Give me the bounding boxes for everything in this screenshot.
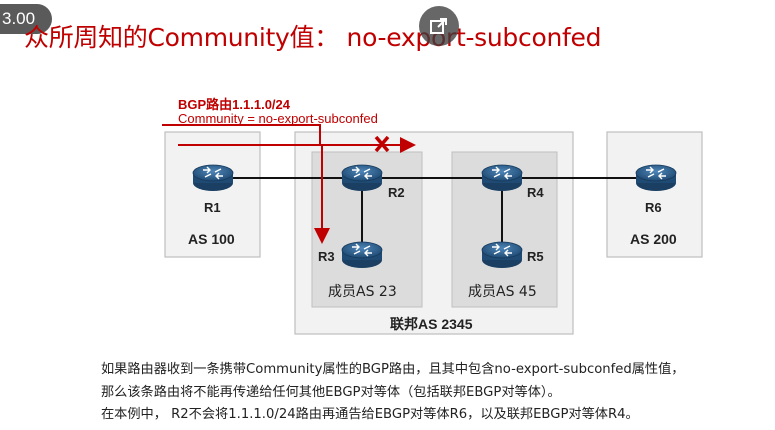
- router-label-r3: R3: [318, 249, 335, 264]
- sub-as45-label: 成员AS 45: [468, 284, 537, 300]
- description-line-1: 如果路由器收到一条携带Community属性的BGP路由，且其中包含no-exp…: [101, 362, 685, 377]
- as200-box: [606, 131, 703, 258]
- router-icon-r6: [635, 164, 677, 191]
- page-title: 众所周知的Community值： no-export-subconfed: [24, 23, 602, 52]
- sub-as23-label: 成员AS 23: [328, 284, 397, 300]
- router-icon-r3: [341, 241, 383, 268]
- as100-box: [164, 131, 261, 258]
- router-icon-r4: [481, 164, 523, 191]
- router-label-r4: R4: [527, 185, 544, 200]
- as100-label: AS 100: [188, 231, 235, 247]
- description-line-2: 那么该条路由将不能再传递给任何其他EBGP对等体（包括联邦EBGP对等体）。: [101, 385, 561, 400]
- as200-label: AS 200: [630, 231, 677, 247]
- router-label-r2: R2: [388, 185, 405, 200]
- blocked-cross-icon: [374, 135, 390, 153]
- slide-number-badge: 3.00: [0, 4, 52, 34]
- router-icon-r1: [192, 164, 234, 191]
- route-arrow-top: [162, 124, 321, 146]
- router-label-r6: R6: [645, 200, 662, 215]
- description-line-3: 在本例中， R2不会将1.1.1.0/24路由再通告给EBGP对等体R6，以及联…: [101, 407, 639, 422]
- popout-button[interactable]: [419, 6, 459, 46]
- external-link-icon: [430, 18, 447, 34]
- confed-as-label: 联邦AS 2345: [390, 316, 473, 332]
- router-label-r5: R5: [527, 249, 544, 264]
- router-icon-r5: [481, 241, 523, 268]
- router-label-r1: R1: [204, 200, 221, 215]
- router-icon-r2: [341, 164, 383, 191]
- route-label: BGP路由1.1.1.0/24: [178, 97, 290, 112]
- community-label: Community = no-export-subconfed: [178, 111, 378, 126]
